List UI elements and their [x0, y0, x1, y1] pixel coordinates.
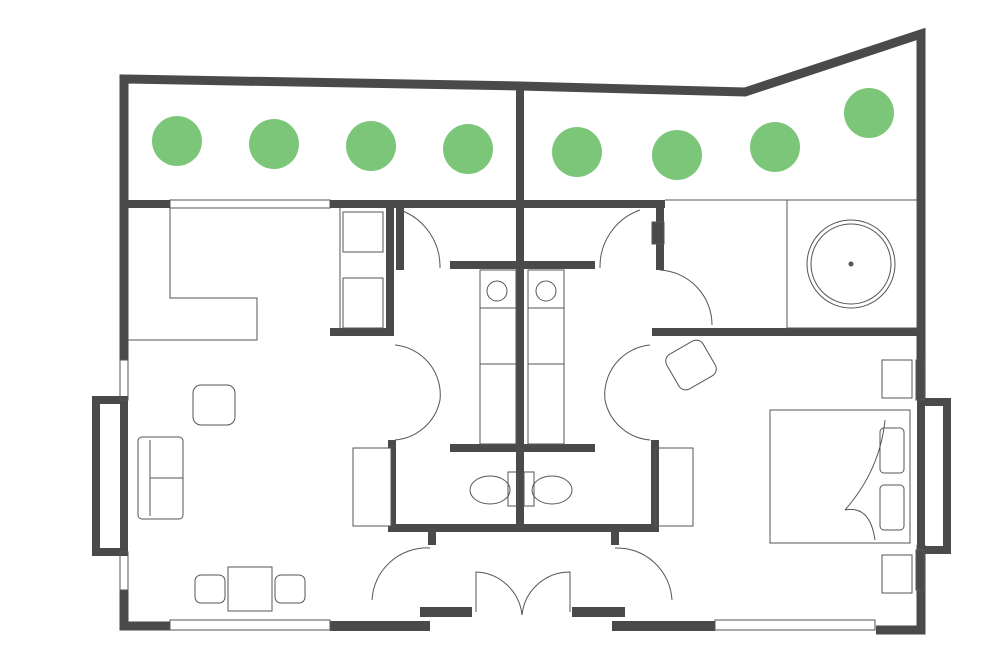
- armchair-icon: [665, 339, 717, 391]
- window: [119, 551, 129, 591]
- living-room: [137, 384, 392, 612]
- entry-door-icon: [475, 571, 571, 616]
- door-swing-icon: [604, 344, 651, 441]
- fridge-icon: [342, 277, 384, 329]
- door-swing-icon: [659, 269, 713, 326]
- toilet-icon: [531, 475, 573, 505]
- tree-icon: [844, 88, 894, 138]
- east-bay-wall: [917, 398, 951, 554]
- bathrooms: [469, 269, 694, 527]
- interior-walls: [124, 86, 921, 545]
- tree-icon: [443, 124, 493, 174]
- door-swing-icon: [614, 547, 673, 601]
- tree-icon: [552, 127, 602, 177]
- kitchen: [128, 208, 384, 341]
- desk-icon: [352, 447, 392, 527]
- tree-icon: [750, 122, 800, 172]
- dining-table-icon: [227, 566, 273, 612]
- tree-icon: [249, 119, 299, 169]
- door-swing-icon: [394, 344, 441, 441]
- window: [169, 619, 331, 631]
- west-wall-south: [119, 590, 170, 631]
- garden-trees: [152, 88, 894, 180]
- door-swing-icon: [371, 547, 431, 601]
- stove-icon: [342, 211, 384, 253]
- north-wall: [119, 27, 926, 400]
- outer-walls: [92, 27, 951, 635]
- tree-icon: [652, 130, 702, 180]
- window: [915, 359, 925, 401]
- tree-icon: [152, 116, 202, 166]
- doors: [371, 209, 713, 616]
- nightstand-icon: [881, 554, 913, 594]
- shower-icon: [651, 221, 665, 245]
- sink-icon: [527, 269, 565, 309]
- west-bay-wall: [92, 396, 128, 556]
- bedroom: [665, 339, 913, 594]
- east-wall-south: [876, 545, 926, 635]
- door-swing-icon: [599, 209, 641, 269]
- dining-chair-icon: [274, 574, 306, 604]
- window: [119, 359, 129, 401]
- window: [714, 619, 876, 631]
- nightstand-icon: [881, 359, 913, 399]
- window: [169, 199, 331, 209]
- door-swing-icon: [399, 209, 441, 269]
- window: [915, 549, 925, 591]
- armchair-icon: [192, 384, 236, 426]
- desk-icon: [654, 447, 694, 527]
- sink-icon: [479, 269, 517, 309]
- tree-icon: [346, 121, 396, 171]
- toilet-icon: [469, 475, 511, 505]
- dining-chair-icon: [194, 574, 226, 604]
- bathtub-area: [651, 199, 918, 329]
- bathtub-icon: [806, 219, 896, 309]
